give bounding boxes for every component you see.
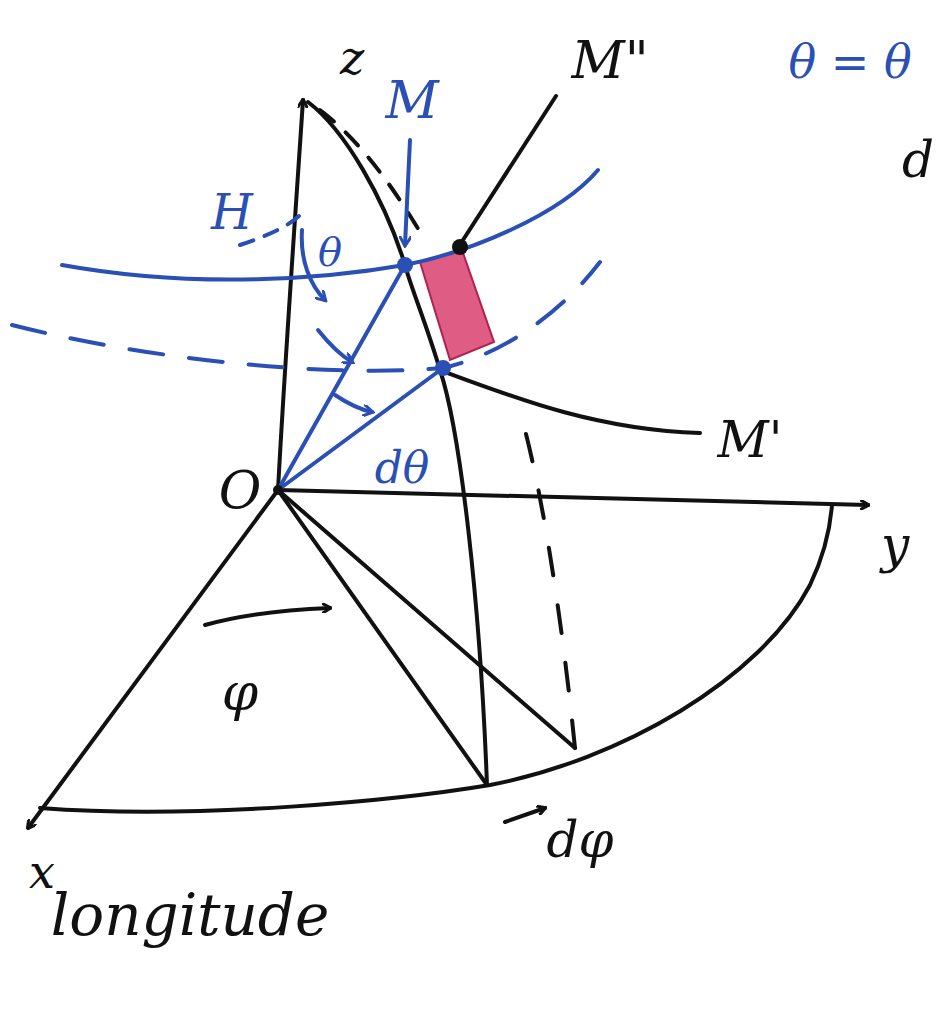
point-label: H [211, 188, 253, 236]
formula-label: d [902, 135, 934, 185]
radius-line [278, 368, 443, 490]
angle-arrow [335, 395, 372, 412]
angle-arrow [205, 608, 330, 625]
leader-line [463, 96, 556, 240]
x-axis [28, 490, 278, 828]
axis-label: z [340, 35, 364, 81]
parallel-dashed [12, 262, 600, 371]
point-m1 [435, 360, 451, 376]
caption-label: longitude [51, 886, 330, 944]
angle-label: dφ [546, 815, 613, 865]
parallel-arc [62, 170, 598, 280]
base-arc [40, 505, 832, 812]
meridian-radius [278, 490, 487, 785]
pointer-arrow [405, 140, 410, 245]
z-axis [278, 100, 303, 490]
angle-label: φ [222, 666, 258, 718]
y-axis [278, 490, 868, 505]
meridian-radius [278, 490, 575, 748]
angle-arrow [318, 330, 352, 362]
angle-label: θ [318, 232, 342, 272]
point-label: M" [571, 34, 648, 86]
angle-label: dθ [375, 446, 430, 490]
axis-label: y [881, 520, 909, 570]
origin-label: O [219, 464, 262, 516]
formula-label: θ = θ [788, 39, 911, 85]
point-label: M [385, 74, 438, 126]
angle-arrow [505, 808, 545, 822]
surface-element [420, 250, 494, 360]
point-label: M' [718, 415, 783, 465]
point-m [397, 257, 413, 273]
meridian-dashed [525, 430, 575, 748]
arc-to-m-prime [445, 372, 700, 433]
origin-point [273, 485, 283, 495]
meridian-arc [308, 102, 487, 785]
point-m2 [452, 239, 468, 255]
